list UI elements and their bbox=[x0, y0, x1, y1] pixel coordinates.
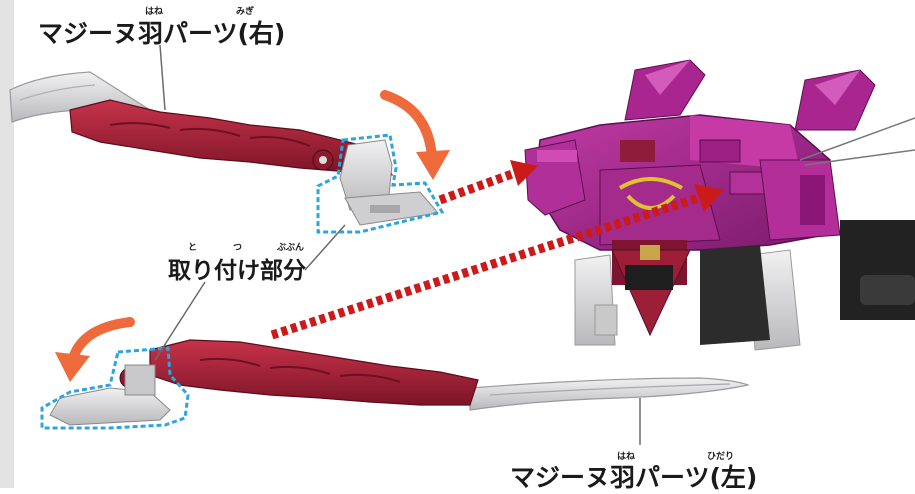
ruby-wing-left: はね bbox=[617, 452, 636, 462]
ruby-side-right: みぎ bbox=[236, 7, 255, 17]
left-edge-strip bbox=[0, 0, 14, 488]
highlight-outline-icon bbox=[316, 133, 445, 234]
ruby-attach: つ bbox=[233, 243, 243, 253]
leader-line bbox=[154, 281, 206, 361]
pointer-line bbox=[804, 149, 915, 166]
highlight-outline-icon bbox=[40, 346, 190, 430]
ruby-part: ぶぶん bbox=[277, 243, 305, 253]
ruby-side-left: ひだり bbox=[707, 452, 735, 462]
wing-left-label: マジーヌ羽パーツ(左) bbox=[510, 463, 758, 492]
wing-part-left bbox=[40, 339, 751, 430]
rotate-arrow-icon bbox=[380, 90, 450, 180]
dashed-guide-arrow-icon bbox=[438, 160, 538, 205]
rotate-arrow-icon bbox=[55, 317, 135, 382]
ruby-take: と bbox=[188, 243, 198, 253]
robot-body bbox=[524, 59, 915, 351]
leader-line bbox=[304, 224, 346, 271]
pointer-line bbox=[799, 117, 915, 161]
attachment-label: 取り付け部分 bbox=[168, 258, 306, 284]
dashed-guide-arrow-icon bbox=[270, 184, 724, 340]
wing-part-right bbox=[9, 71, 445, 234]
leader-line bbox=[159, 44, 166, 111]
ruby-wing-right: はね bbox=[145, 7, 164, 17]
wing-right-label: マジーヌ羽パーツ(右) bbox=[38, 19, 286, 48]
